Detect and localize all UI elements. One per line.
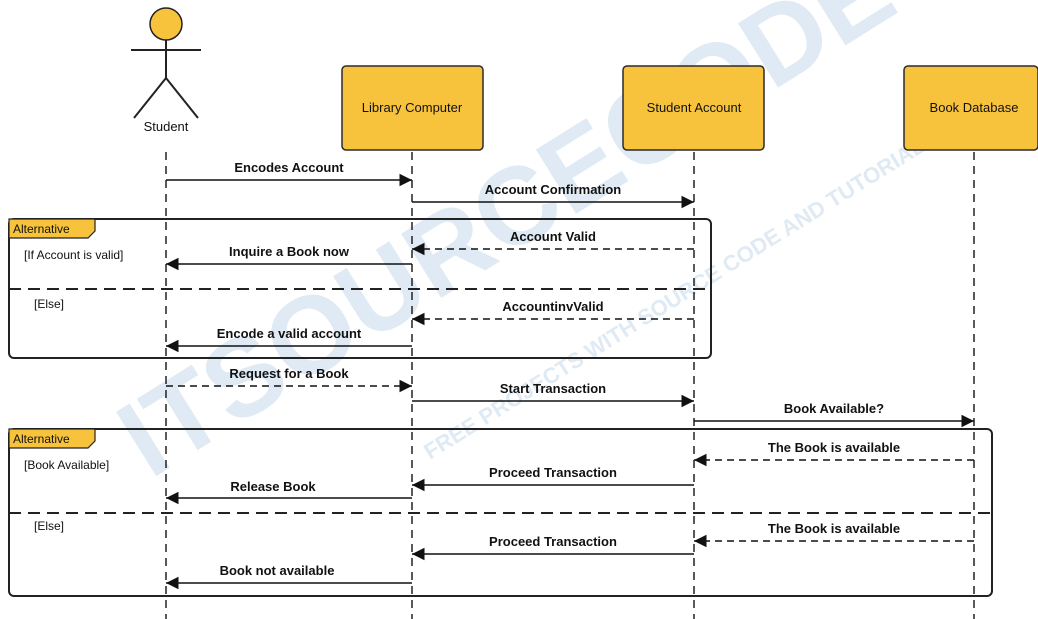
message-label: Book not available xyxy=(220,563,335,578)
watermark-main: ITSOURCECODE xyxy=(98,0,915,500)
message-label: Book Available? xyxy=(784,401,884,416)
fragment-guard-if: [Book Available] xyxy=(24,458,109,472)
message-label: Start Transaction xyxy=(500,381,606,396)
participant-box xyxy=(622,65,765,151)
fragment-tag: Alternative xyxy=(13,222,70,236)
message-label: AccountinvValid xyxy=(502,299,603,314)
actor-student: Student xyxy=(131,7,201,134)
actor-left-leg xyxy=(133,77,167,119)
fragment-guard-if: [If Account is valid] xyxy=(24,248,123,262)
participant-label: Book Database xyxy=(930,100,1019,115)
message-label: The Book is available xyxy=(768,521,900,536)
message-label: Proceed Transaction xyxy=(489,465,617,480)
fragment-tag: Alternative xyxy=(13,432,70,446)
participant-box xyxy=(341,65,484,151)
participant-label: Student Account xyxy=(647,100,742,115)
message-labels: Encodes Account Account Confirmation Acc… xyxy=(217,160,900,578)
participant-label: Library Computer xyxy=(362,100,463,115)
participant-student-account: Student Account xyxy=(622,65,765,151)
message-label: Proceed Transaction xyxy=(489,534,617,549)
actor-head xyxy=(149,7,183,41)
message-label: Inquire a Book now xyxy=(229,244,350,259)
message-label: Request for a Book xyxy=(229,366,349,381)
watermark: ITSOURCECODE FREE PROJECTS WITH SOURCE C… xyxy=(98,0,942,500)
messages xyxy=(166,173,974,590)
message-label: Account Valid xyxy=(510,229,596,244)
fragment-guard-else: [Else] xyxy=(34,519,64,533)
message-label: The Book is available xyxy=(768,440,900,455)
fragment-alt-account: Alternative [If Account is valid] [Else] xyxy=(8,218,712,359)
fragment-tag-shape xyxy=(8,428,96,449)
lifelines xyxy=(165,152,975,619)
message-label: Account Confirmation xyxy=(485,182,622,197)
message-label: Encodes Account xyxy=(234,160,344,175)
message-label: Encode a valid account xyxy=(217,326,362,341)
actor-name: Student xyxy=(144,119,189,134)
fragment-alt-book: Alternative [Book Available] [Else] xyxy=(8,428,993,597)
fragment-guard-else: [Else] xyxy=(34,297,64,311)
message-label: Release Book xyxy=(230,479,316,494)
participant-box xyxy=(903,65,1038,151)
fragment-tag-shape xyxy=(8,218,96,239)
participant-book-database: Book Database xyxy=(903,65,1038,151)
actor-right-leg xyxy=(165,77,199,119)
participant-library-computer: Library Computer xyxy=(341,65,484,151)
